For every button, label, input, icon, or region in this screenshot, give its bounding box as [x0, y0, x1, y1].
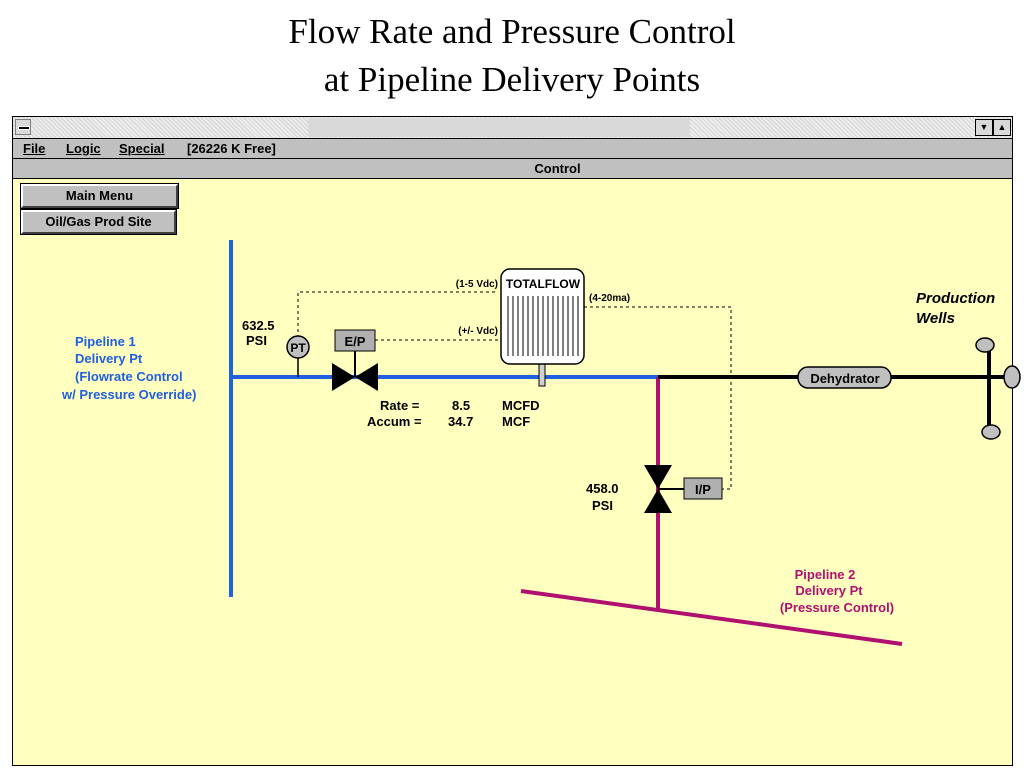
rate-value: 8.5	[452, 398, 470, 413]
ip-label: I/P	[695, 482, 711, 497]
valve-1-left-icon	[332, 363, 355, 391]
well-head-top-icon	[975, 337, 995, 353]
ep-label: E/P	[345, 334, 366, 349]
menu-special[interactable]: Special	[119, 141, 165, 156]
slide-title-line-2: at Pipeline Delivery Points	[323, 60, 701, 99]
accum-value: 34.7	[448, 414, 473, 429]
pressure-2-unit: PSI	[592, 498, 613, 513]
pressure-2-value: 458.0	[586, 481, 619, 496]
window-titlebar[interactable]: ▼ ▲	[13, 117, 1012, 139]
totalflow-stem	[538, 363, 546, 387]
accum-label: Accum =	[367, 414, 422, 429]
production-wells-label-line-2: Wells	[916, 310, 955, 327]
pipeline-1-label: Pipeline 1 Delivery Pt (Flowrate Control…	[61, 334, 196, 402]
totalflow-grille-icon	[507, 296, 579, 356]
well-head-right-icon	[1003, 365, 1021, 389]
minimize-button[interactable]: ▼	[975, 119, 993, 136]
slide-title: Flow Rate and Pressure Control at Pipeli…	[0, 8, 1024, 104]
pipeline-2-label: Pipeline 2 Delivery Pt (Pressure Control…	[780, 567, 894, 615]
accum-unit: MCF	[502, 414, 530, 429]
pipeline-2-header	[520, 589, 903, 646]
pipeline-2-label-line-3: (Pressure Control)	[780, 600, 894, 615]
pipeline-1-label-line-1: Pipeline 1	[75, 334, 136, 349]
control-window: ▼ ▲ File Logic Special [26226 K Free] Co…	[12, 116, 1013, 766]
pipeline-1-label-line-2: Delivery Pt	[75, 351, 143, 366]
signal-label-4-20ma: (4-20ma)	[589, 293, 630, 304]
menu-logic[interactable]: Logic	[66, 141, 101, 156]
memory-free-status: [26226 K Free]	[187, 141, 276, 156]
pt-label: PT	[290, 341, 306, 355]
dehydrator-unit[interactable]	[797, 366, 892, 389]
pipeline-2-label-line-1: Pipeline 2	[795, 567, 856, 582]
totalflow-label: TOTALFLOW	[506, 277, 581, 291]
menu-file[interactable]: File	[23, 141, 46, 156]
pressure-1-unit: PSI	[246, 333, 267, 348]
rate-unit: MCFD	[502, 398, 540, 413]
pipeline-2-label-line-2: Delivery Pt	[795, 583, 863, 598]
oil-gas-prod-site-button[interactable]: Oil/Gas Prod Site	[20, 209, 177, 235]
slide-title-line-1: Flow Rate and Pressure Control	[288, 12, 736, 51]
system-menu-icon[interactable]	[15, 119, 31, 135]
rate-label: Rate =	[380, 398, 420, 413]
main-menu-button[interactable]: Main Menu	[20, 183, 179, 209]
pipeline-1-label-line-3: (Flowrate Control	[75, 369, 183, 384]
menu-bar: File Logic Special [26226 K Free]	[13, 139, 1012, 159]
signal-line-4-20ma	[584, 306, 732, 490]
pipeline-1-label-line-4: w/ Pressure Override)	[61, 387, 196, 402]
titlebar-active-strip	[308, 118, 690, 137]
valve-2-bottom-icon[interactable]	[644, 489, 672, 513]
ip-converter-box[interactable]	[683, 477, 723, 500]
valve-2-top-icon	[644, 465, 672, 489]
production-wells-label-line-1: Production	[916, 290, 995, 307]
panel-title: Control	[13, 159, 1012, 179]
valve-1-right-icon[interactable]	[355, 363, 378, 391]
maximize-button[interactable]: ▲	[993, 119, 1011, 136]
ep-converter-box[interactable]	[334, 329, 376, 352]
well-head-bottom-icon	[981, 424, 1001, 440]
pressure-1-value: 632.5	[242, 318, 275, 333]
signal-label-1-5vdc: (1-5 Vdc)	[456, 279, 498, 290]
signal-label-pm-vdc: (+/- Vdc)	[458, 326, 498, 337]
pt-transmitter-icon[interactable]	[286, 335, 310, 359]
dehydrator-label: Dehydrator	[810, 371, 879, 386]
